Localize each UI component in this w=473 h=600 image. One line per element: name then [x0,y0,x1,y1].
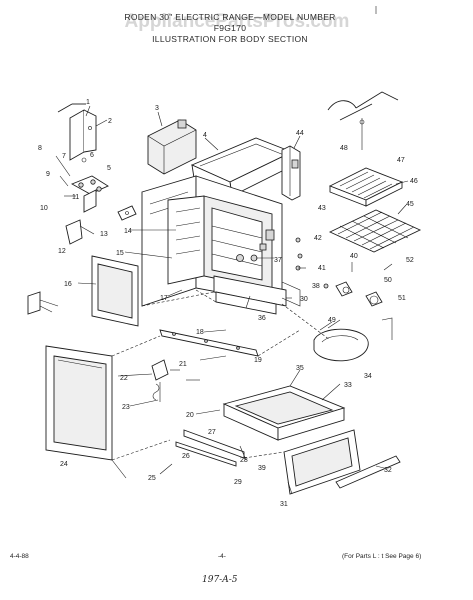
footer-date: 4-4-88 [10,553,29,560]
callout-15: 15 [116,250,124,257]
side-bracket-part [57,103,97,161]
rear-panel-part [147,119,197,175]
header-model: F9G170 [214,23,247,33]
callout-37: 37 [274,257,282,264]
callout-35: 35 [296,365,304,372]
callout-6: 6 [90,152,94,159]
callout-1a: 1 [86,99,90,106]
callout-9: 9 [46,171,50,178]
oven-door-part [45,345,113,461]
callout-42: 42 [314,235,322,242]
callout-38: 38 [312,283,320,290]
cabinet-body-part [141,175,283,307]
footer-page: -4- [218,553,226,560]
leader-lines [77,105,409,495]
callout-7: 7 [62,153,66,160]
callout-11: 11 [72,194,79,201]
door-hinge-part [151,359,180,402]
callout-46: 46 [410,178,418,185]
drawer-front-part [283,429,361,495]
door-liner-part [213,275,287,315]
clip-part [117,205,137,221]
callout-17: 17 [160,295,168,302]
callout-12: 12 [58,248,66,255]
callout-52: 52 [406,257,414,264]
callout-36: 36 [258,315,266,322]
front-trim-part [281,281,301,307]
callout-24: 24 [60,461,68,468]
callout-22: 22 [120,375,128,382]
terminal-block-part [327,91,399,150]
callout-41: 41 [318,265,326,272]
callout-25: 25 [148,475,156,482]
callout-29: 29 [234,479,242,486]
callout-10: 10 [40,205,48,212]
hardware-cluster-part [55,155,109,197]
callout-48: 48 [340,145,348,152]
callout-16: 16 [64,281,72,288]
storage-drawer-part [222,385,346,441]
callout-21: 21 [179,361,187,368]
trim-strip-part [281,145,301,201]
callout-47: 47 [397,157,405,164]
header-title: RODEN 30" ELECTRIC RANGE—MODEL NUMBER [124,12,335,22]
callout-49: 49 [328,317,336,324]
callout-50: 50 [384,277,392,284]
callout-13: 13 [100,231,108,238]
hinge-bracket-part [27,291,59,315]
callout-27: 27 [208,429,216,436]
callout-39: 39 [258,465,266,472]
callout-32: 32 [384,467,392,474]
callout-3: 3 [155,105,159,112]
callout-19: 19 [254,357,262,364]
callout-14: 14 [124,228,132,235]
callout-45: 45 [406,201,414,208]
callout-5: 5 [107,165,111,172]
hinge-rail-part [159,329,259,357]
oven-rack-part [328,209,422,253]
callout-26: 26 [182,453,190,460]
callout-23: 23 [122,404,130,411]
callout-40: 40 [350,253,358,260]
side-panel-part [91,255,139,327]
callout-51: 51 [398,295,406,302]
screws-right-part [295,237,393,340]
footer-note: (For Parts L : t See Page 6) [342,553,421,560]
callout-numbers: 1 2 3 4 5 6 7 8 9 10 11 12 13 14 15 16 1… [38,99,418,508]
callout-33: 33 [344,382,352,389]
callout-43: 43 [318,205,326,212]
broiler-pan-part [328,167,404,207]
broil-element-part [313,319,369,362]
callout-28: 28 [240,457,248,464]
watermark: AppliancePartsPros.com [125,11,350,32]
bracket-small-part [65,189,97,245]
callout-8: 8 [38,145,42,152]
handwritten-code: 197-A-5 [202,575,238,585]
kick-strip-part [335,455,401,489]
callout-20: 20 [186,412,194,419]
callout-18: 18 [196,329,204,336]
callout-30: 30 [300,296,308,303]
callout-31: 31 [280,501,288,508]
header-subtitle: ILLUSTRATION FOR BODY SECTION [152,34,308,44]
callout-34: 34 [364,373,372,380]
callout-44: 44 [296,130,304,137]
callout-4: 4 [203,132,207,139]
callout-2: 2 [108,118,112,125]
